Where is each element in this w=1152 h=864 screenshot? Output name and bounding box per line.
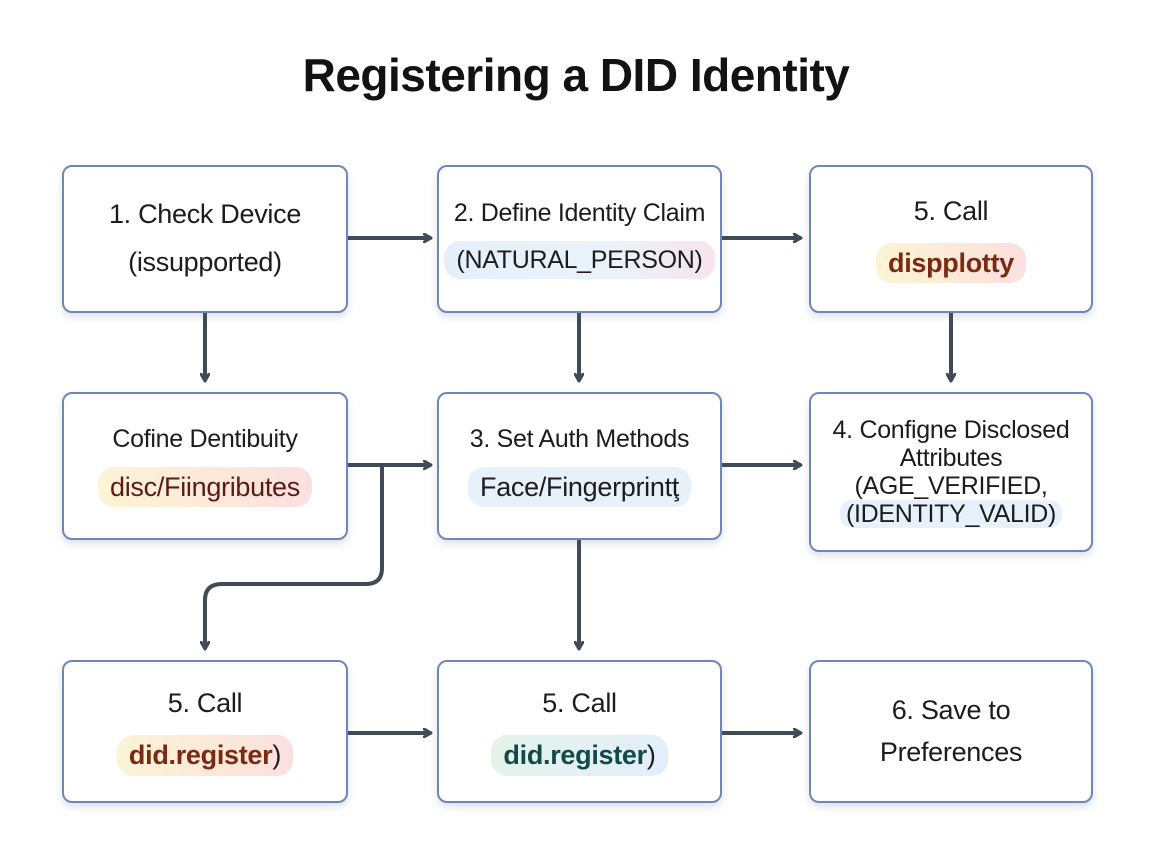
step-label: Cofine Dentibuity (112, 424, 298, 453)
step-label-line2: Attributes (899, 444, 1003, 472)
arrow-b4-to-b7 (205, 463, 384, 648)
step-detail-pill: did.register) (491, 735, 668, 776)
step-detail-code: did.register (503, 740, 647, 771)
step-call-register-center: 5. Call did.register) (437, 660, 722, 803)
step-save-to-preferences: 6. Save to Preferences (809, 660, 1093, 803)
step-detail-pill: disc/Fiingributes (98, 466, 312, 508)
step-label: 1. Check Device (108, 199, 302, 230)
step-call-register-left: 5. Call did.register) (62, 660, 348, 803)
step-define-identity-claim: 2. Define Identity Claim (NATURAL_PERSON… (437, 165, 722, 313)
step-detail-pill: Face/Fingerprintţ (468, 466, 691, 508)
step-check-device: 1. Check Device (issupported) (62, 165, 348, 313)
step-call-display: 5. Call dispplotty (809, 165, 1093, 313)
step-label: 5. Call (913, 195, 989, 226)
step-detail-code: did.register (128, 740, 273, 771)
step-detail-line2: (IDENTITY_VALID) (839, 500, 1063, 528)
step-detail-pill: did.register) (116, 735, 294, 776)
step-label-line1: 4. Configne Disclosed (832, 416, 1070, 444)
step-define-identity: Cofine Dentibuity disc/Fiingributes (62, 392, 348, 540)
step-detail-suffix: ) (646, 740, 656, 771)
step-detail-suffix: ) (272, 740, 282, 771)
step-label: 2. Define Identity Claim (453, 199, 706, 227)
step-detail-pill: dispplotty (876, 242, 1026, 284)
step-label: 5. Call (542, 688, 617, 719)
step-label: 3. Set Auth Methods (469, 424, 690, 453)
diagram-title: Registering a DID Identity (302, 49, 850, 101)
step-detail-line1: (AGE_VERIFIED, (854, 472, 1048, 500)
step-label: 5. Call (167, 688, 243, 719)
step-label-line2: Preferences (879, 736, 1023, 767)
step-detail: (issupported) (128, 247, 282, 277)
step-label-line1: 6. Save to (891, 694, 1011, 725)
step-configure-disclosed-attributes: 4. Configne Disclosed Attributes (AGE_VE… (809, 392, 1093, 552)
step-detail-pill: (NATURAL_PERSON) (444, 241, 715, 279)
step-set-auth-methods: 3. Set Auth Methods Face/Fingerprintţ (437, 392, 722, 540)
